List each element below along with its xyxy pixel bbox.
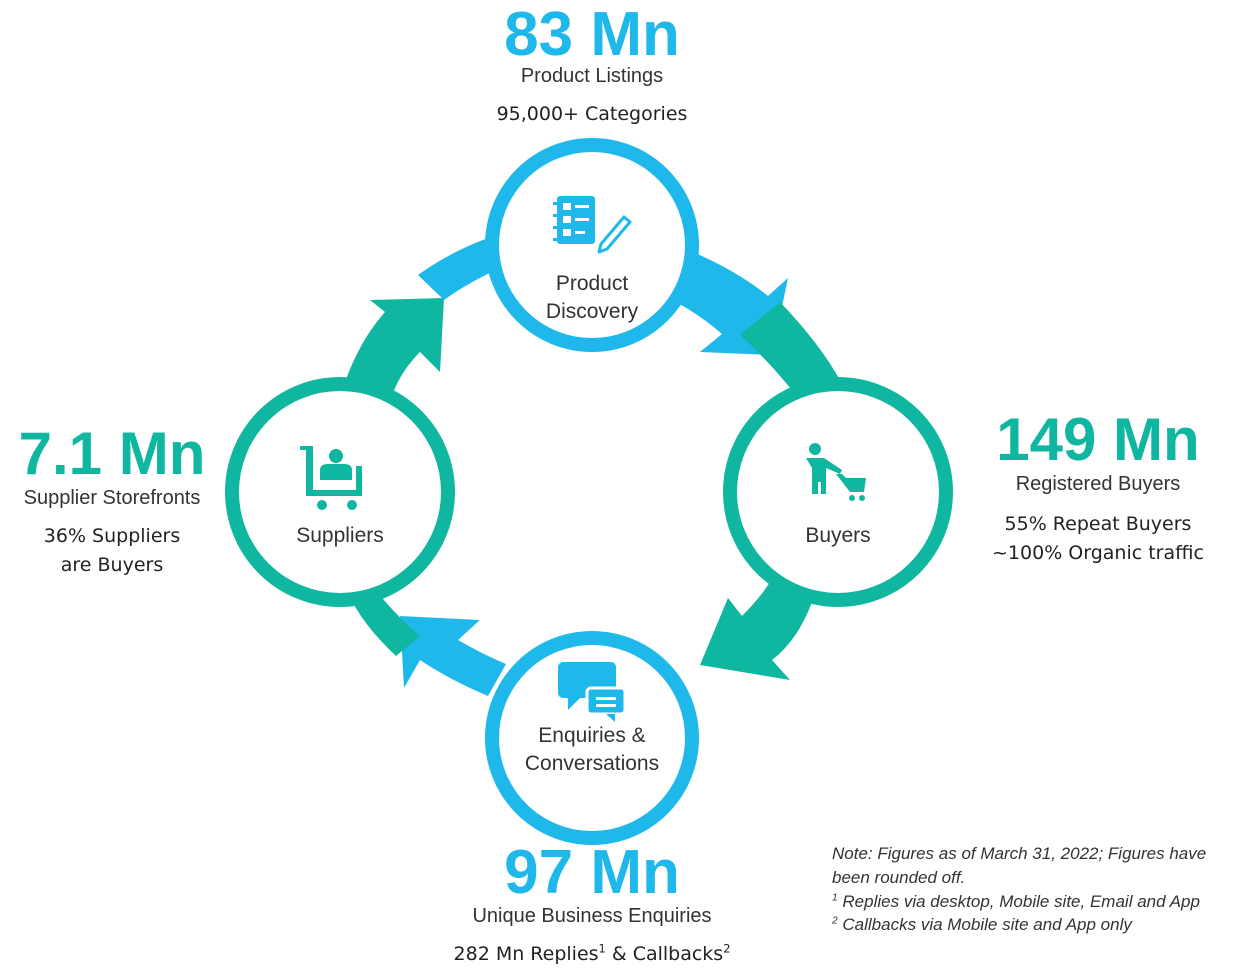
stat-registered-buyers-label: Registered Buyers xyxy=(1015,473,1181,495)
footnotes: Note: Figures as of March 31, 2022; Figu… xyxy=(832,842,1236,937)
note-line-2: been rounded off. xyxy=(832,867,966,887)
arrow-suppliers-to-discovery-tail xyxy=(418,238,496,300)
node-label-product-discovery: Product Discovery xyxy=(545,272,639,324)
stat-product-listings-value: 83 Mn xyxy=(504,0,680,69)
node-enquiries-circle xyxy=(485,631,699,845)
stat-suppliers-are-buyers: 36% Suppliers are Buyers xyxy=(43,525,181,577)
arrow-buyers-to-enquiries xyxy=(700,582,812,680)
buyer-cart-icon xyxy=(806,443,866,501)
stat-repeat-buyers: 55% Repeat Buyers ~100% Organic traffic xyxy=(992,513,1204,565)
node-label-suppliers: Suppliers xyxy=(296,524,384,547)
arrow-suppliers-to-discovery xyxy=(345,298,444,396)
stat-registered-buyers-value: 149 Mn xyxy=(996,406,1200,473)
note-line-1: Note: Figures as of March 31, 2022; Figu… xyxy=(832,844,1207,863)
node-label-enquiries: Enquiries & Conversations xyxy=(524,724,660,776)
footnote-2: 2 Callbacks via Mobile site and App only xyxy=(832,915,1132,935)
stat-replies-callbacks: 282 Mn Replies1 & Callbacks2 xyxy=(453,941,731,965)
stat-product-listings-label: Product Listings xyxy=(520,65,664,87)
checklist-icon xyxy=(553,196,632,254)
stat-business-enquiries-label: Unique Business Enquiries xyxy=(472,905,712,927)
stat-categories: 95,000+ Categories xyxy=(496,103,688,125)
footnote-1: 1 Replies via desktop, Mobile site, Emai… xyxy=(832,891,1200,911)
arrow-discovery-to-buyers-tail xyxy=(740,302,842,400)
stat-supplier-storefronts-label: Supplier Storefronts xyxy=(23,487,201,509)
node-buyers-circle xyxy=(723,377,953,607)
stat-supplier-storefronts-value: 7.1 Mn xyxy=(18,420,206,487)
stat-business-enquiries-value: 97 Mn xyxy=(504,838,680,907)
node-product-discovery-circle xyxy=(485,138,699,352)
chat-bubbles-icon xyxy=(558,662,627,722)
arrow-enquiries-to-suppliers xyxy=(400,616,506,696)
supplier-cart-icon xyxy=(300,446,362,510)
node-label-buyers: Buyers xyxy=(805,524,871,547)
